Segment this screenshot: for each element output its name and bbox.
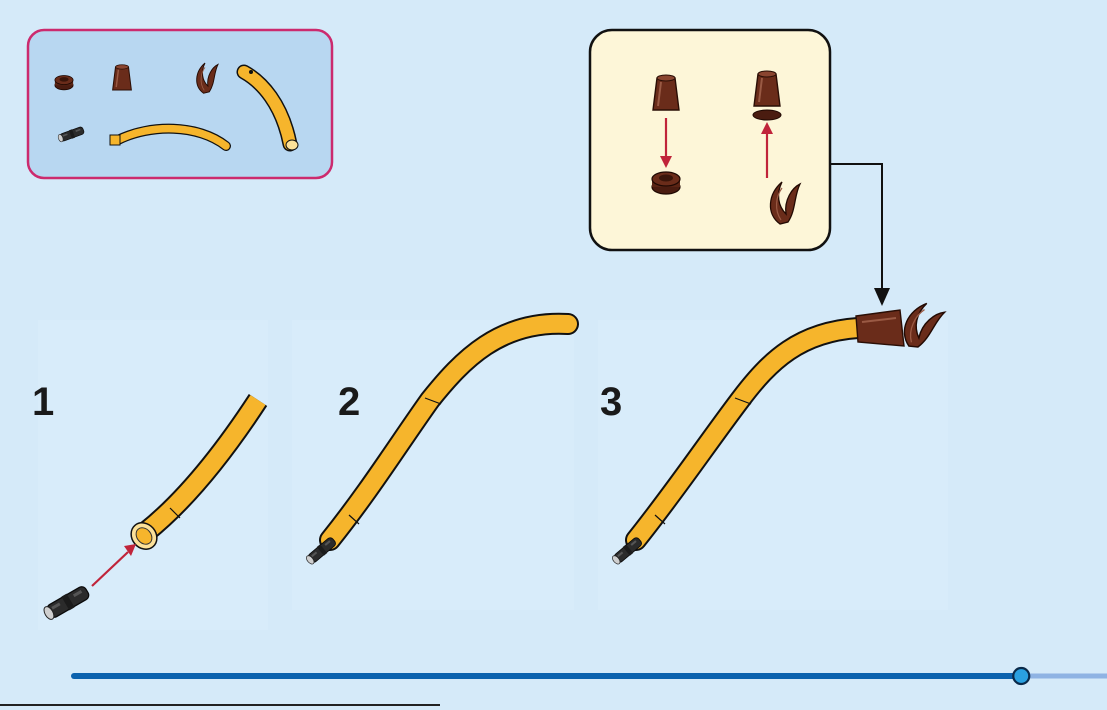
step-panel	[38, 320, 268, 630]
step-number: 1	[32, 382, 54, 422]
cone-icon	[653, 75, 679, 110]
round-plate-icon	[55, 76, 73, 90]
cone-icon	[856, 310, 904, 346]
step-panel	[292, 320, 574, 610]
progress-bar	[74, 668, 1107, 684]
step-number: 2	[338, 382, 360, 422]
step-number: 3	[600, 382, 622, 422]
progress-knob	[1013, 668, 1029, 684]
page-footer-rule	[0, 704, 440, 706]
cone-icon	[113, 65, 132, 90]
parts-box	[28, 30, 332, 178]
arrow-head-icon	[874, 288, 890, 306]
sub-assembly-callout	[590, 30, 890, 306]
cone-icon	[754, 71, 780, 106]
round-plate-icon	[652, 172, 680, 194]
